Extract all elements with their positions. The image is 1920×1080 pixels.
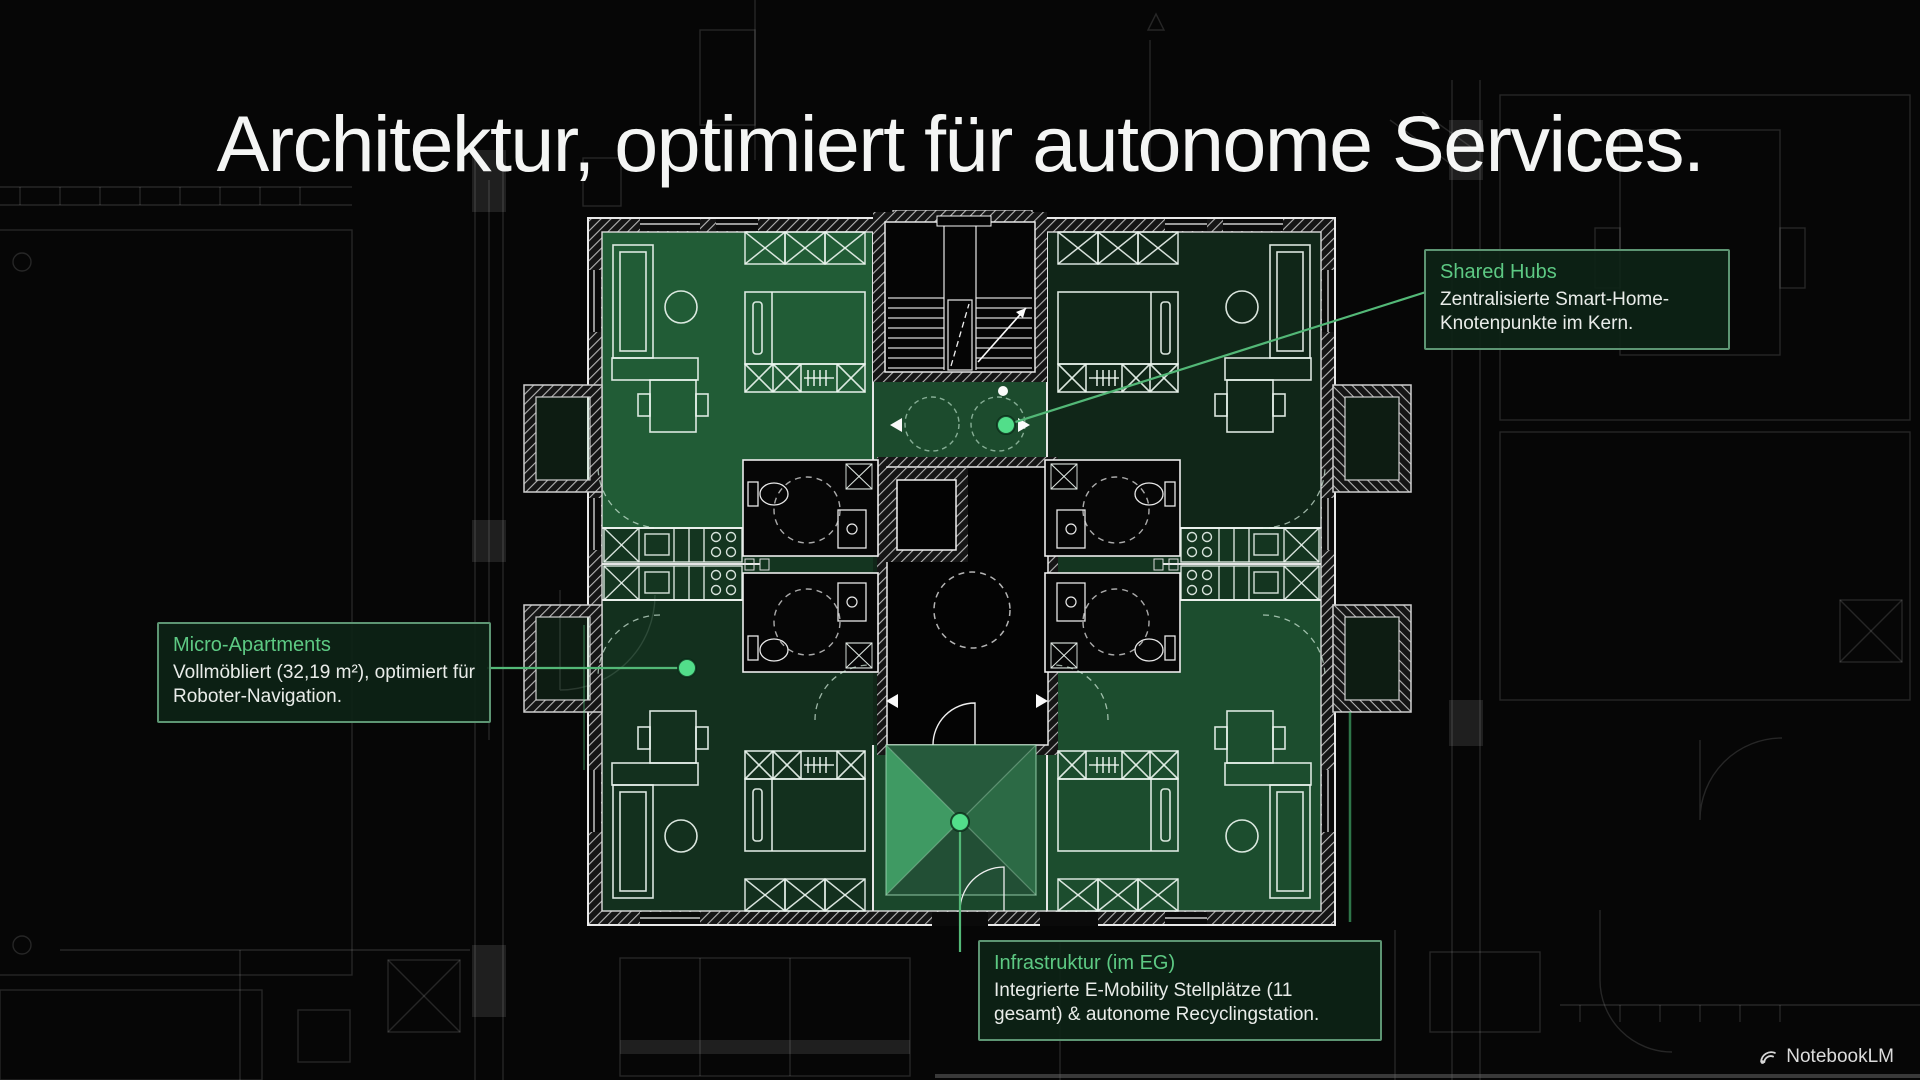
- floor-plan: [523, 210, 1412, 926]
- marker-dot-micro-apartments: [677, 658, 697, 678]
- leader-line-shared-hubs: [1005, 290, 1427, 427]
- bathroom-block: [742, 459, 879, 673]
- arrow-right: [1018, 418, 1030, 432]
- page-title: Architektur, optimiert für autonome Serv…: [216, 98, 1705, 188]
- marker-dot-infrastruktur: [950, 812, 970, 832]
- callout-body: Zentralisierte Smart-Home-Knotenpunkte i…: [1440, 289, 1670, 335]
- callout-title: Infrastruktur (im EG): [994, 952, 1176, 974]
- arrow-left: [890, 418, 902, 432]
- callout-infrastruktur: Infrastruktur (im EG) Integrierte E-Mobi…: [978, 940, 1382, 1041]
- notebooklm-badge: NotebookLM: [1757, 1046, 1894, 1068]
- notebooklm-logo-icon: [1760, 1051, 1777, 1064]
- balcony: [523, 384, 603, 713]
- notebooklm-label: NotebookLM: [1786, 1046, 1894, 1067]
- kitchen-rows: [603, 527, 743, 601]
- stairwell: [873, 210, 1047, 382]
- shared-hub-vestibule: [890, 386, 1030, 452]
- callout-micro-apartments: Micro-Apartments Vollmöbliert (32,19 m²)…: [157, 622, 491, 723]
- callout-title: Micro-Apartments: [173, 634, 331, 656]
- marker-dot-shared-hubs: [996, 415, 1016, 435]
- callout-body: Vollmöbliert (32,19 m²), optimiert für R…: [173, 662, 475, 708]
- micro-apartment-furniture: [597, 231, 866, 529]
- bottom-bar: [935, 1074, 1920, 1078]
- callout-title: Shared Hubs: [1440, 261, 1557, 283]
- callout-body: Integrierte E-Mobility Stellplätze (11 g…: [994, 980, 1320, 1026]
- callout-shared-hubs: Shared Hubs Zentralisierte Smart-Home-Kn…: [1424, 249, 1730, 350]
- infrastructure-skylight: [885, 744, 1037, 896]
